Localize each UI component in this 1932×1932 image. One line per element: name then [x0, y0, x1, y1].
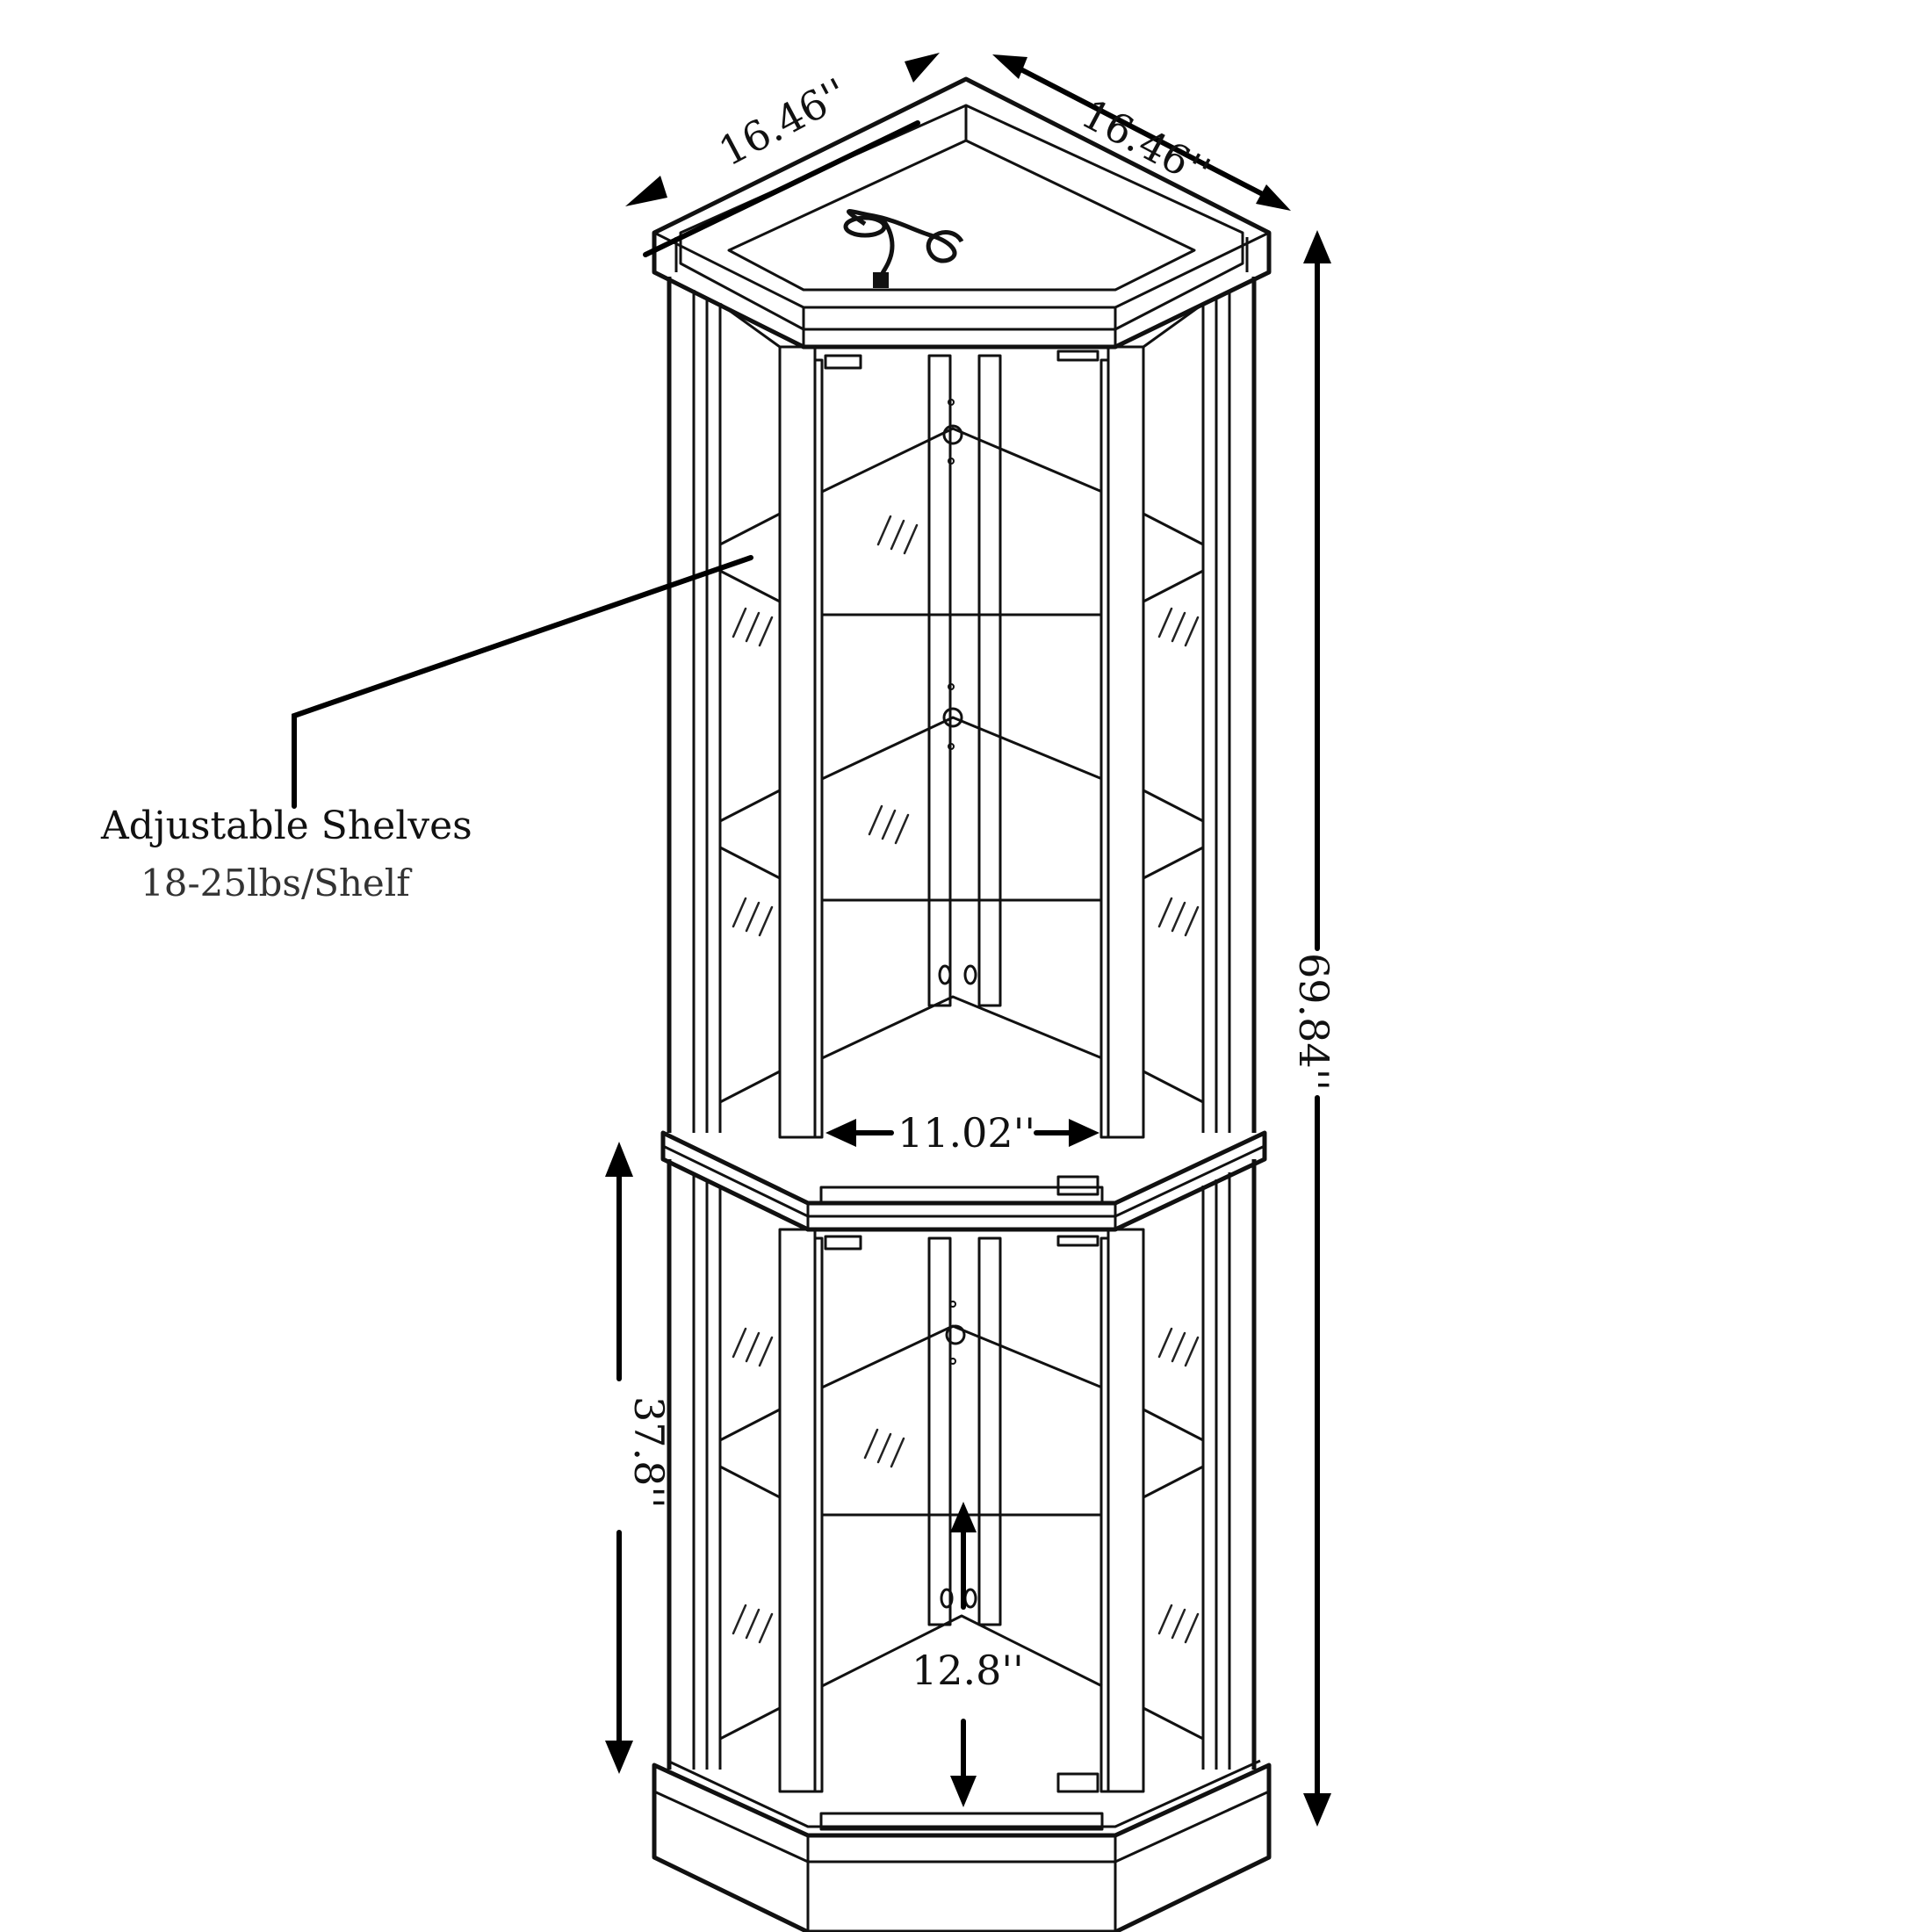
power-cord-icon [843, 209, 964, 288]
dimension-lower-height: 37.8'' [605, 1142, 673, 1774]
adjustable-shelves-callout: Adjustable Shelves 18-25lbs/Shelf [100, 555, 753, 905]
dimension-bottom-shelf-depth: 12.8'' [912, 1502, 1024, 1807]
dimension-label-top-right: 16.46'' [1074, 90, 1218, 196]
cabinet-top-crown [652, 76, 1272, 350]
dimension-label-lower-height: 37.8'' [625, 1396, 673, 1509]
dimension-label-bottom-depth: 12.8'' [912, 1647, 1024, 1694]
cabinet-upper-section [667, 277, 1257, 1196]
cabinet-middle-band [660, 1130, 1267, 1232]
callout-subtitle: 18-25lbs/Shelf [141, 861, 413, 905]
dimension-total-height: 69.84'' [1290, 230, 1337, 1827]
dimension-shelf-front-width: 11.02'' [825, 1109, 1099, 1157]
dimension-label-total-height: 69.84'' [1290, 953, 1337, 1091]
dimension-label-shelf-width: 11.02'' [898, 1109, 1035, 1157]
glass-reflection-marks [732, 515, 1200, 937]
dimension-label-top-left: 16.46'' [711, 68, 855, 175]
cabinet-lower-section [667, 1159, 1257, 1793]
callout-title: Adjustable Shelves [100, 804, 472, 848]
cabinet-base [652, 1759, 1272, 1932]
